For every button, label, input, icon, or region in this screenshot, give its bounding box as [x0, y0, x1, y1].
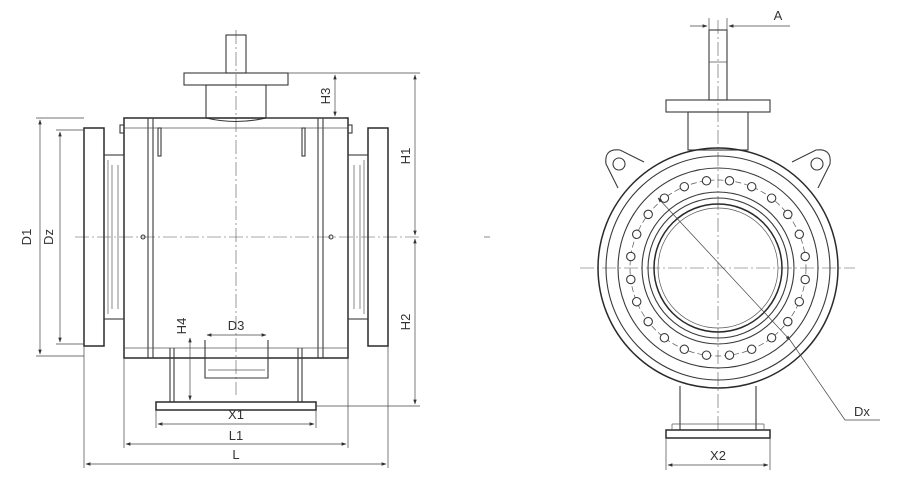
- bolt-hole: [800, 274, 810, 285]
- bolt-hole: [783, 316, 793, 327]
- h4-label: H4: [174, 318, 189, 335]
- bolt-hole: [746, 181, 757, 192]
- right-hub: [347, 154, 369, 320]
- side-dimensions: [665, 18, 790, 470]
- x1-label: X1: [228, 407, 244, 422]
- bolt-hole: [701, 350, 712, 360]
- bonnet-neck: [205, 117, 267, 123]
- bolt-hole: [643, 316, 653, 327]
- bolt-hole: [679, 181, 690, 192]
- front-dimensions: [36, 72, 420, 468]
- x2-label: X2: [710, 448, 726, 463]
- bolt-hole: [794, 229, 805, 240]
- h1-label: H1: [398, 148, 413, 165]
- h2-label: H2: [398, 314, 413, 331]
- bolt-hole: [701, 176, 712, 186]
- left-hub: [103, 154, 125, 320]
- bottom-trunnion: [204, 340, 269, 379]
- l1-label: L1: [229, 428, 243, 443]
- dx-diameter-line: [657, 197, 791, 341]
- bolt-hole: [794, 296, 805, 307]
- h3-label: H3: [318, 88, 333, 105]
- d1-label: D1: [19, 229, 34, 246]
- bottom-outlet: [679, 386, 757, 430]
- dz-label: Dz: [41, 229, 56, 245]
- l-label: L: [232, 447, 239, 462]
- bolt-hole: [679, 344, 690, 355]
- side-base-plate: [665, 429, 771, 439]
- d3-label: D3: [228, 318, 245, 333]
- bolt-hole: [659, 193, 670, 203]
- bolt-hole: [783, 209, 793, 220]
- dx-label: Dx: [854, 404, 870, 419]
- right-lifting-lug: [791, 149, 831, 189]
- bolt-hole: [746, 344, 757, 355]
- bolt-hole: [724, 350, 735, 360]
- outer-flange-circle: [597, 147, 839, 389]
- a-label: A: [774, 8, 783, 23]
- bolt-hole: [659, 333, 670, 343]
- bolt-hole: [626, 274, 636, 285]
- front-view: [75, 30, 420, 411]
- side-view: [580, 20, 880, 439]
- bolt-hole: [766, 193, 777, 203]
- bolt-hole: [643, 209, 653, 220]
- bolt-hole: [724, 176, 735, 186]
- side-neck: [687, 111, 749, 151]
- left-lifting-lug: [605, 149, 645, 189]
- bolt-hole: [631, 229, 642, 240]
- bolt-hole: [766, 333, 777, 343]
- bolt-hole: [626, 251, 636, 262]
- bolt-hole: [800, 251, 810, 262]
- bolt-hole: [631, 296, 642, 307]
